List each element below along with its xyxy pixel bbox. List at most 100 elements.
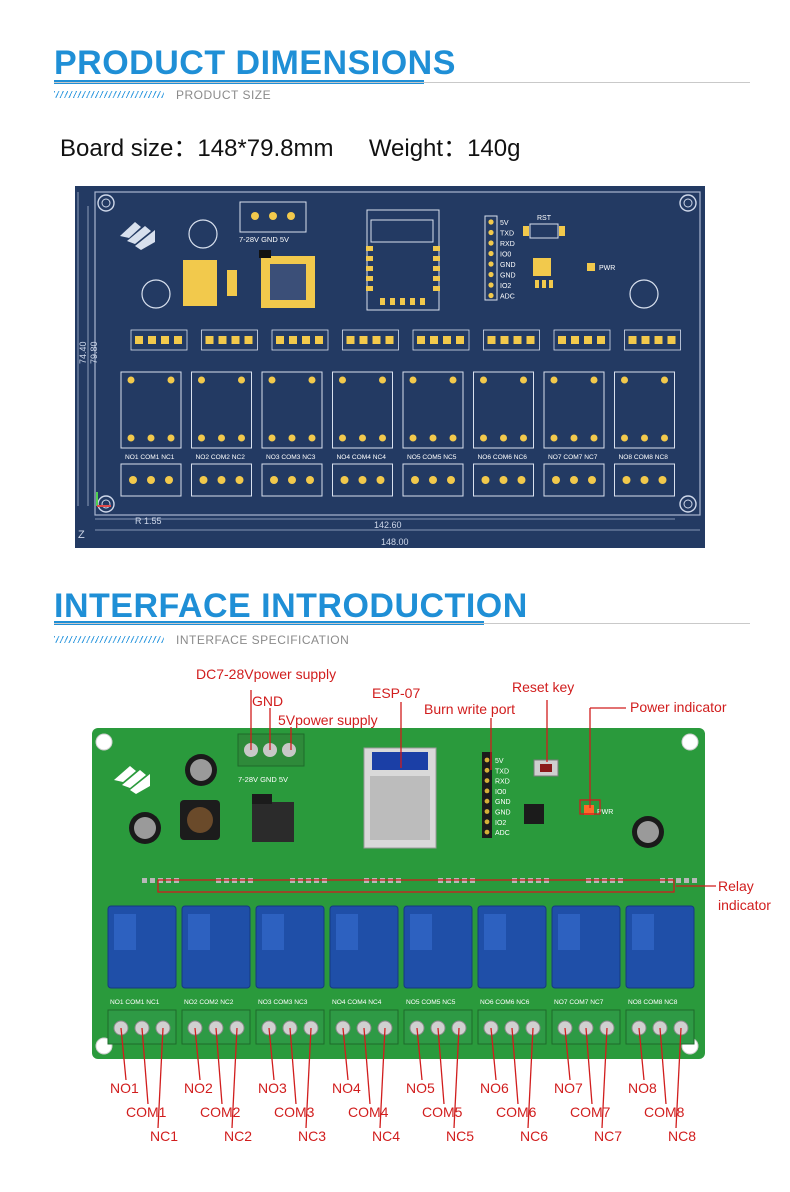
section-title-dimensions: PRODUCT DIMENSIONS [54, 44, 456, 82]
callout-power-indicator: Power indicator [630, 699, 727, 715]
pcb-relay-footprint [261, 371, 323, 449]
pcb-led-area [201, 329, 258, 351]
terminal-label-nc: NC3 [298, 1128, 327, 1144]
pcb-power-silk: 7-28V GND 5V [239, 235, 289, 244]
terminal-label-com: COM5 [422, 1104, 463, 1120]
terminal-label-com: COM1 [126, 1104, 167, 1120]
photo-terminal-silk: NO3 COM3 NC3 [258, 999, 308, 1006]
photo-terminal-silk: NO4 COM4 NC4 [332, 999, 382, 1006]
dim-radius: R 1.55 [135, 516, 162, 526]
pcb-header-pin-label: ADC [500, 294, 515, 301]
pcb-relay-footprint [543, 371, 605, 449]
photo-terminal-silk: NO2 COM2 NC2 [184, 999, 234, 1006]
terminal-label-no: NO3 [258, 1080, 287, 1096]
pcb-terminal-footprint [191, 463, 252, 497]
pcb-led-area [624, 329, 681, 351]
photo-terminal-silk: NO8 COM8 NC8 [628, 999, 678, 1006]
pcb-terminal-silk: NO1 COM1 NC1 [125, 454, 175, 461]
terminal-label-nc: NC8 [668, 1128, 697, 1144]
weight-label: Weight： [368, 135, 468, 162]
pcb-terminal-footprint [543, 463, 605, 497]
terminal-label-no: NO7 [554, 1080, 583, 1096]
photo-header-pin-label: RXD [495, 779, 510, 786]
dim-width-outer: 148.00 [381, 537, 409, 547]
callout-relay-indicator-2: indicator [718, 897, 771, 913]
dim-width-inner: 142.60 [374, 520, 402, 530]
terminal-label-nc: NC6 [520, 1128, 549, 1144]
photo-terminal-silk: NO7 COM7 NC7 [554, 999, 604, 1006]
section-divider-2 [54, 623, 750, 624]
pcb-terminal-silk: NO3 COM3 NC3 [266, 454, 316, 461]
section-divider [54, 82, 750, 83]
photo-pwr-label: PWR [597, 809, 613, 816]
pcb-header-pin-label: 5V [500, 220, 509, 227]
pcb-header-pin-label: GND [500, 262, 516, 269]
pcb-relay-footprint [402, 371, 464, 449]
weight-value: 140g [467, 135, 521, 162]
pcb-rst-label: RST [537, 215, 552, 222]
photo-terminal-silk: NO5 COM5 NC5 [406, 999, 456, 1006]
terminal-label-com: COM2 [200, 1104, 241, 1120]
terminal-label-no: NO2 [184, 1080, 213, 1096]
photo-header-pin-label: GND [495, 799, 511, 806]
pcb-header-pin-label: IO2 [500, 283, 511, 290]
photo-power-silk: 7-28V GND 5V [238, 775, 288, 784]
pcb-led-area [553, 329, 611, 351]
terminal-label-no: NO5 [406, 1080, 435, 1096]
board-size-line: Board size：148*79.8mm Weight：140g [60, 128, 520, 163]
terminal-label-nc: NC7 [594, 1128, 623, 1144]
terminal-label-no: NO4 [332, 1080, 361, 1096]
photo-terminal-silk: NO1 COM1 NC1 [110, 999, 160, 1006]
pcb-terminal-footprint [473, 463, 534, 497]
section-subtitle: PRODUCT SIZE [176, 88, 272, 102]
terminal-label-com: COM3 [274, 1104, 315, 1120]
pcb-relay-footprint [614, 371, 675, 449]
pcb-terminal-footprint [261, 463, 323, 497]
pcb-led-area [342, 329, 399, 351]
photo-terminal-silk: NO6 COM6 NC6 [480, 999, 530, 1006]
hatch-decoration-2 [54, 636, 164, 643]
callout-reset-key: Reset key [512, 679, 575, 695]
callout-5v-supply: 5Vpower supply [278, 712, 378, 728]
terminal-label-nc: NC2 [224, 1128, 253, 1144]
dim-height-inner: 74.40 [78, 341, 88, 364]
terminal-label-nc: NC5 [446, 1128, 475, 1144]
board-size-value: 148*79.8mm [197, 135, 334, 162]
pcb-terminal-silk: NO7 COM7 NC7 [548, 454, 598, 461]
photo-header-pin-label: IO2 [495, 820, 506, 827]
photo-header-pin-label: IO0 [495, 789, 506, 796]
pcb-terminal-silk: NO4 COM4 NC4 [337, 454, 387, 461]
pcb-pwr-label: PWR [599, 265, 615, 272]
pcb-terminal-footprint [402, 463, 464, 497]
pcb-relay-footprint [473, 371, 534, 449]
terminal-label-no: NO8 [628, 1080, 657, 1096]
pcb-led-area [412, 329, 470, 351]
pcb-header-pin-label: GND [500, 273, 516, 280]
pcb-led-area [130, 329, 188, 351]
terminal-label-com: COM6 [496, 1104, 537, 1120]
pcb-relay-footprint [332, 371, 393, 449]
pcb-terminal-silk: NO6 COM6 NC6 [478, 454, 528, 461]
pcb-led-area [483, 329, 540, 351]
pcb-header-pin-label: RXD [500, 241, 515, 248]
callout-burn-port: Burn write port [424, 701, 516, 717]
pcb-header-pin-label: IO0 [500, 252, 511, 259]
pcb-relay-footprint [191, 371, 252, 449]
dim-height-outer: 79.80 [89, 341, 99, 364]
pcb-terminal-silk: NO2 COM2 NC2 [196, 454, 246, 461]
terminal-label-nc: NC4 [372, 1128, 401, 1144]
pcb-header-pin-label: TXD [500, 231, 514, 238]
pcb-terminal-silk: NO8 COM8 NC8 [619, 454, 669, 461]
callout-relay-indicator-1: Relay [718, 878, 754, 894]
photo-header-pin-label: ADC [495, 830, 510, 837]
pcb-relay-footprint [120, 371, 182, 449]
section-title-interface: INTERFACE INTRODUCTION [54, 587, 528, 625]
callout-dc-supply: DC7-28Vpower supply [196, 666, 337, 682]
pcb-terminal-footprint [120, 463, 182, 497]
photo-header-pin-label: TXD [495, 768, 509, 775]
callout-esp07: ESP-07 [372, 685, 421, 701]
pcb-terminal-silk: NO5 COM5 NC5 [407, 454, 457, 461]
pcb-terminal-footprint [332, 463, 393, 497]
